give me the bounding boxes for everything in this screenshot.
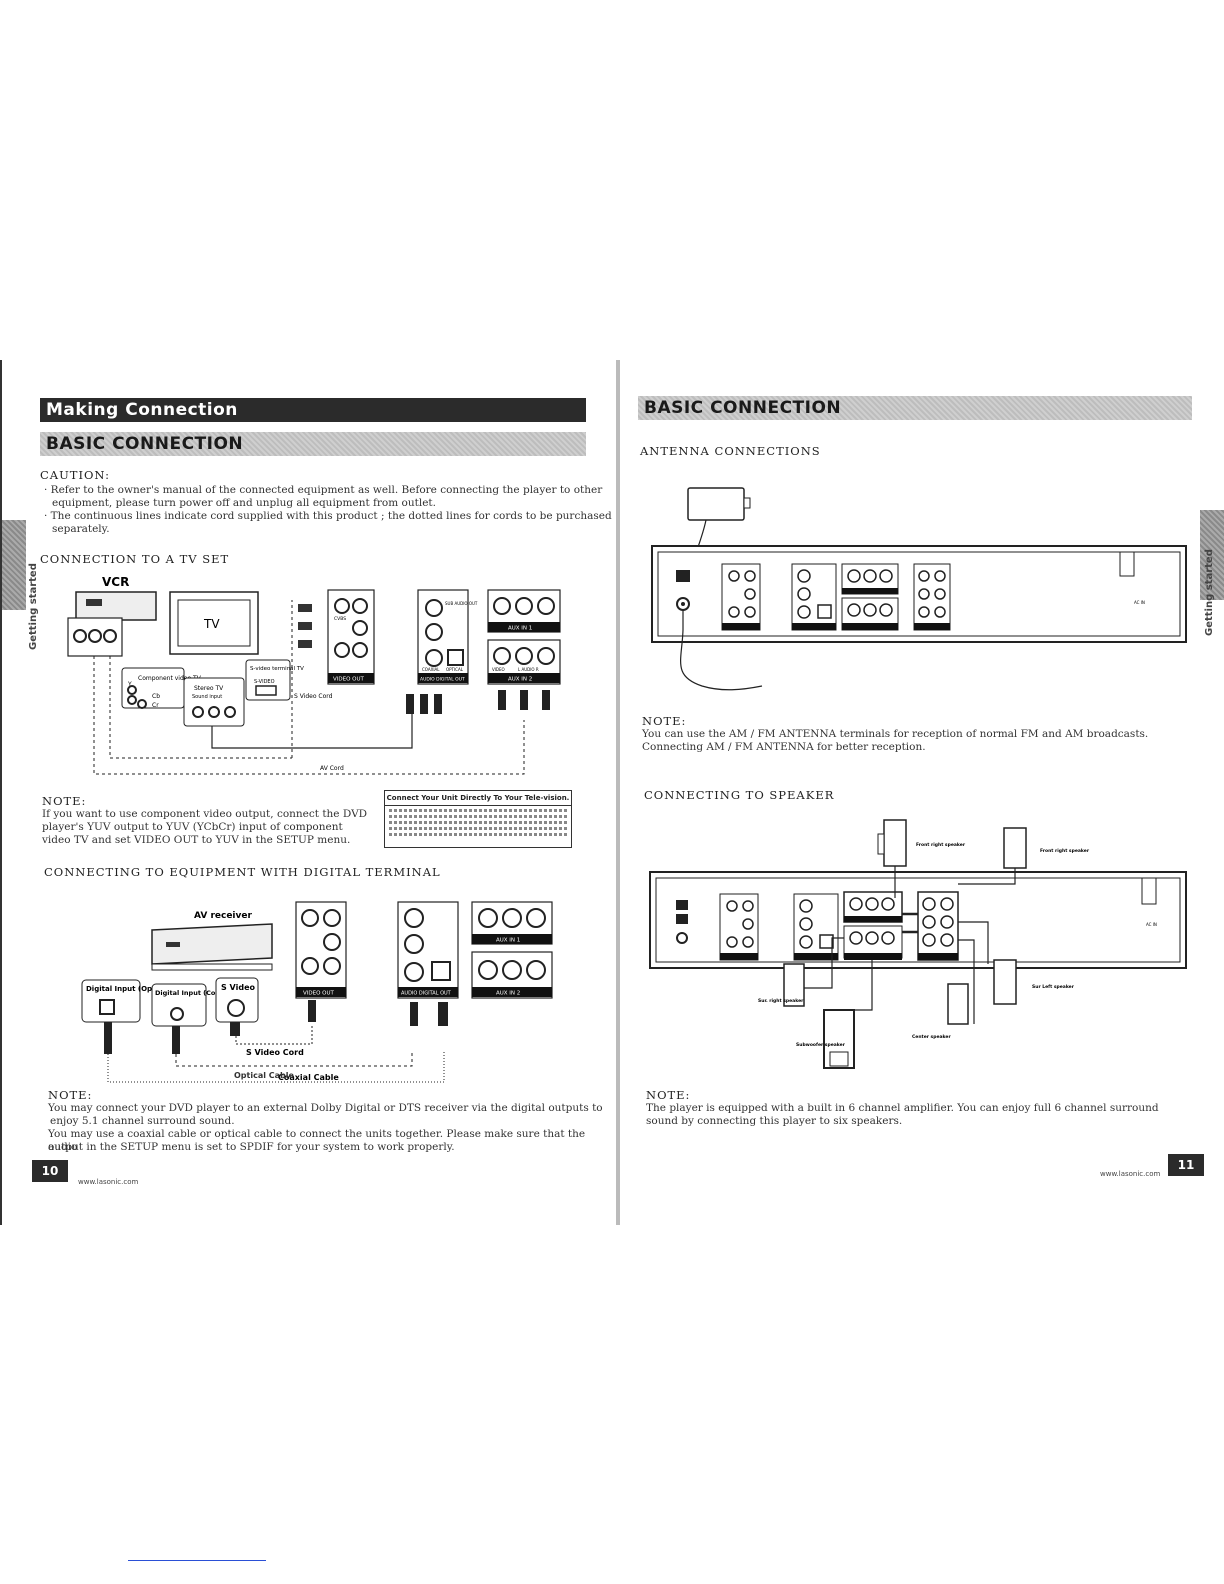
scan-underline — [128, 1560, 266, 1561]
caution-line: · Refer to the owner's manual of the con… — [44, 484, 603, 496]
svideo-cord-label: S Video Cord — [246, 1048, 304, 1057]
left-page: Making Connection BASIC CONNECTION CAUTI… — [0, 360, 616, 1225]
digital-connection-diagram: AV receiver Digital Input (Optical) Digi… — [81, 901, 553, 1083]
speaker-note-line: sound by connecting this player to six s… — [646, 1115, 903, 1127]
aux1-label: AUX IN 1 — [508, 626, 532, 632]
note2-line: output in the SETUP menu is set to SPDIF… — [48, 1141, 455, 1153]
subsection-header: BASIC CONNECTION — [40, 432, 586, 456]
tv-direct-connect-box: Connect Your Unit Directly To Your Tele-… — [384, 790, 572, 848]
tv-section-title: CONNECTION TO A TV SET — [40, 552, 230, 566]
note1-title: NOTE: — [42, 794, 87, 808]
svg-text:AC IN: AC IN — [1134, 600, 1145, 605]
av-receiver-label: AV receiver — [194, 911, 252, 921]
subwoofer-label: Subwoofer speaker — [796, 1042, 846, 1048]
tv-connection-diagram: VCR TV Component video TV Y Cb Cr Stereo… — [67, 575, 561, 775]
svg-text:COAXIAL: COAXIAL — [422, 667, 440, 672]
svg-text:AUDIO DIGITAL OUT: AUDIO DIGITAL OUT — [401, 991, 452, 997]
digital-section-title: CONNECTING TO EQUIPMENT WITH DIGITAL TER… — [44, 865, 441, 879]
antenna-title: ANTENNA CONNECTIONS — [640, 444, 821, 458]
stereo-label: Stereo TV — [194, 685, 224, 692]
av-cord-label: AV Cord — [320, 765, 344, 772]
note2-line: You may use a coaxial cable or optical c… — [48, 1128, 586, 1153]
antenna-note-line: Connecting AM / FM ANTENNA for better re… — [642, 741, 926, 753]
svg-text:AUX IN 2: AUX IN 2 — [496, 991, 520, 997]
svg-text:CVBS: CVBS — [334, 616, 346, 622]
antenna-note-title: NOTE: — [642, 714, 687, 728]
page-number: 11 — [1168, 1154, 1204, 1176]
svg-text:AC IN: AC IN — [1146, 922, 1157, 927]
center-label: Center speaker — [912, 1034, 951, 1040]
caution-line: separately. — [52, 523, 110, 535]
svideo-callout-label: S Video — [221, 983, 255, 992]
side-tab — [1200, 510, 1224, 600]
note2-title: NOTE: — [48, 1088, 93, 1102]
svg-text:S-VIDEO: S-VIDEO — [254, 679, 275, 685]
section-header: Making Connection — [40, 398, 586, 422]
side-tab — [2, 520, 26, 610]
digital-coaxial-label: Digital Input (Coaxial) — [155, 989, 236, 997]
page-number: 10 — [32, 1160, 68, 1182]
note1-line: player's YUV output to YUV (YCbCr) input… — [42, 821, 343, 833]
aux2-label: AUX IN 2 — [508, 677, 532, 683]
caution-line: · The continuous lines indicate cord sup… — [44, 510, 612, 522]
svg-text:OPTICAL: OPTICAL — [446, 667, 464, 672]
svideo-cord-label: S Video Cord — [294, 693, 333, 700]
sur-left-label: Sur Left speaker — [1032, 984, 1075, 990]
subsection-header: BASIC CONNECTION — [638, 396, 1192, 420]
svg-text:Cb: Cb — [152, 693, 160, 700]
tv-direct-connect-title: Connect Your Unit Directly To Your Tele-… — [385, 791, 571, 806]
sur-right-label: Sur. right speaker — [758, 998, 804, 1004]
svg-text:Y: Y — [127, 681, 132, 688]
footer-url: www.lasonic.com — [78, 1178, 139, 1186]
note2-line: You may connect your DVD player to an ex… — [48, 1102, 603, 1114]
front-right-label: Front right speaker — [916, 842, 966, 848]
speaker-title: CONNECTING TO SPEAKER — [644, 788, 835, 802]
svg-text:Sound input: Sound input — [192, 694, 222, 700]
svg-text:VIDEO OUT: VIDEO OUT — [303, 991, 335, 997]
footer-url: www.lasonic.com — [1100, 1170, 1161, 1178]
side-tab-label: Getting started — [28, 563, 39, 650]
coaxial-cable-label: Coaxial Cable — [278, 1073, 339, 1082]
svg-text:AUX IN 1: AUX IN 1 — [496, 938, 520, 944]
front-left-label: Front right speaker — [1040, 848, 1090, 854]
vcr-label: VCR — [102, 575, 129, 589]
svg-text:Cr: Cr — [152, 702, 159, 709]
side-tab-label: Getting started — [1204, 549, 1215, 636]
component-label: Component video TV — [138, 675, 202, 682]
caution-title: CAUTION: — [40, 468, 110, 482]
video-out-label: VIDEO OUT — [333, 677, 365, 683]
speaker-diagram: Front right speaker Front right speaker … — [649, 819, 1187, 1069]
optical-cable-label: Optical Cable — [234, 1071, 294, 1080]
digital-optical-label: Digital Input (Optical) — [86, 985, 172, 993]
note1-line: video TV and set VIDEO OUT to YUV in the… — [42, 834, 351, 846]
antenna-note-line: You can use the AM / FM ANTENNA terminal… — [642, 728, 1149, 740]
note2-line: enjoy 5.1 channel surround sound. — [50, 1115, 235, 1127]
svg-text:SUB AUDIO OUT: SUB AUDIO OUT — [445, 601, 478, 606]
right-page: BASIC CONNECTION ANTENNA CONNECTIONS AC … — [622, 360, 1224, 1225]
svg-text:AUDIO DIGITAL OUT: AUDIO DIGITAL OUT — [420, 677, 465, 683]
tv-label: TV — [203, 617, 220, 631]
svideo-terminal-label: S-video terminal TV — [250, 666, 304, 672]
caution-line: equipment, please turn power off and unp… — [52, 497, 436, 509]
svg-text:VIDEO: VIDEO — [492, 667, 505, 672]
svg-text:L AUDIO R: L AUDIO R — [518, 667, 539, 672]
note1-line: If you want to use component video outpu… — [42, 808, 368, 820]
speaker-note-line: The player is equipped with a built in 6… — [646, 1102, 1159, 1114]
book-spine — [616, 360, 620, 1225]
antenna-diagram: AC IN — [651, 487, 1187, 691]
speaker-note-title: NOTE: — [646, 1088, 691, 1102]
